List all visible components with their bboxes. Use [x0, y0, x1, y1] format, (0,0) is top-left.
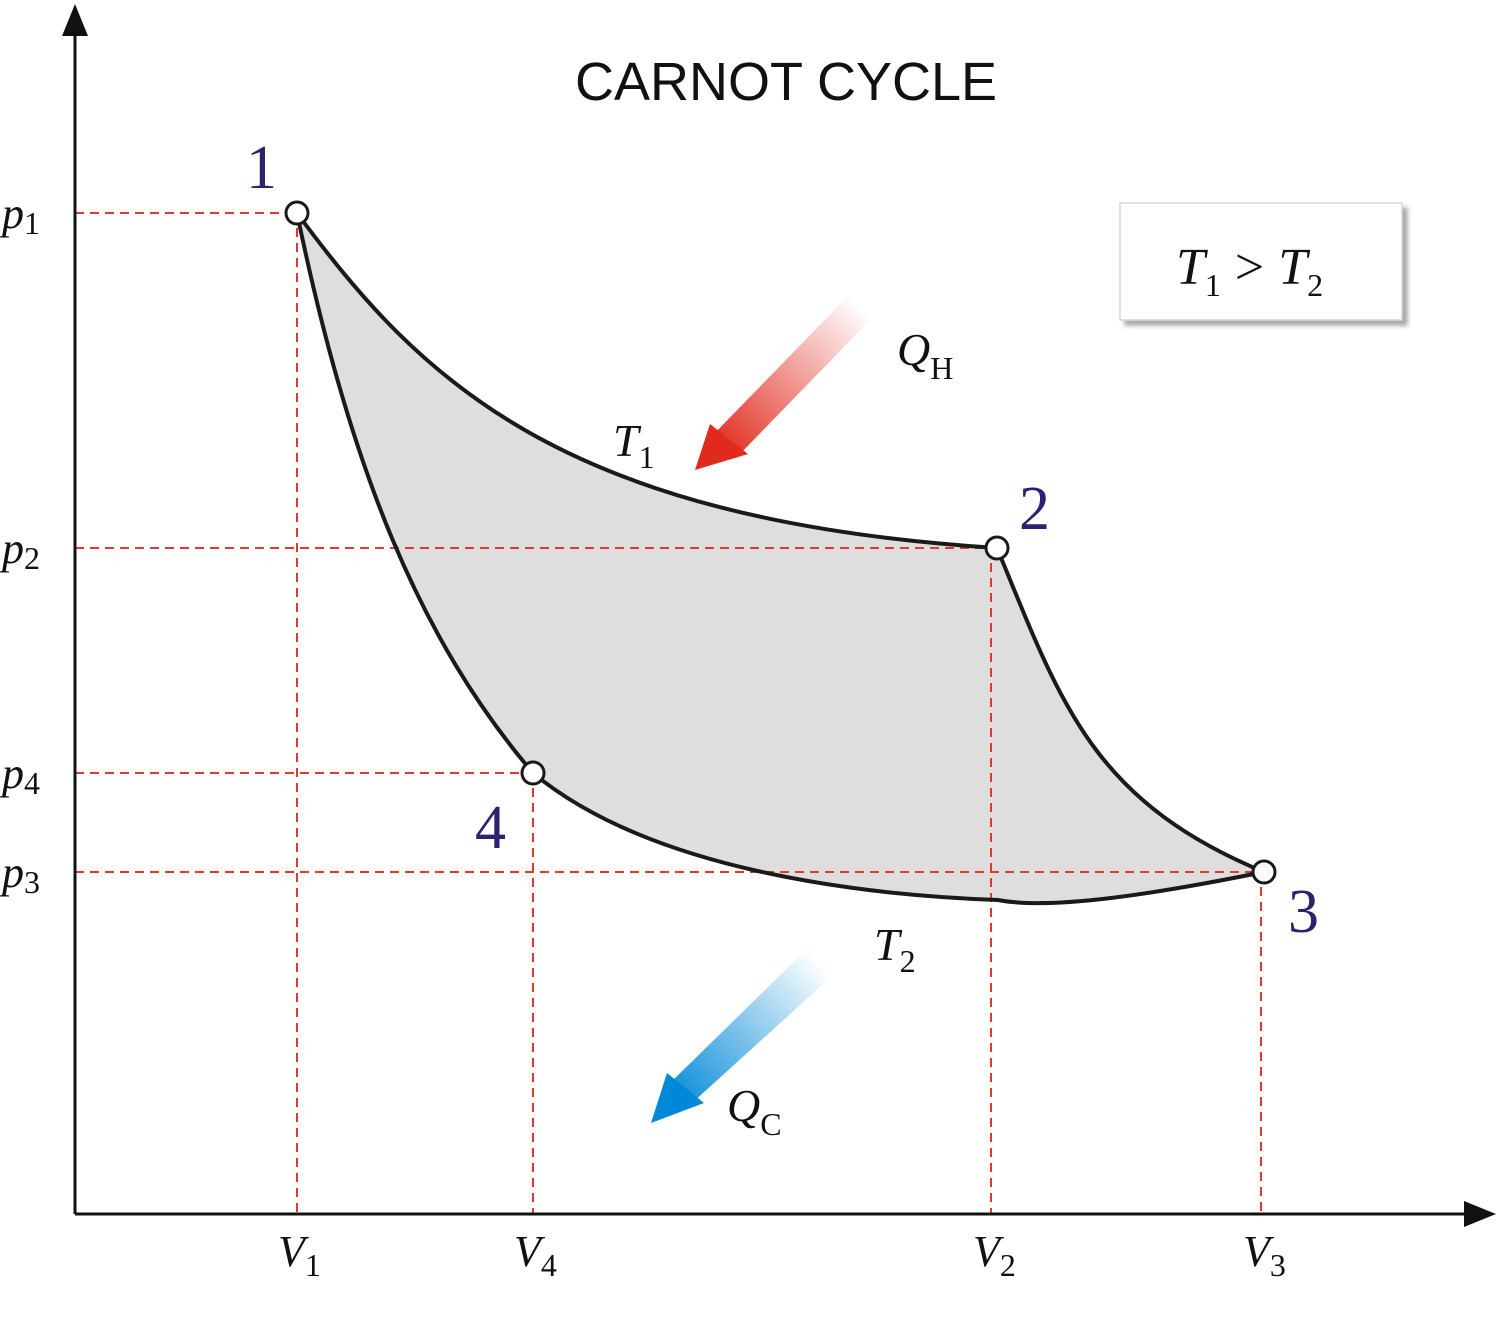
point-label-2: 2	[1019, 475, 1050, 543]
point-label-3: 3	[1288, 878, 1319, 946]
cycle-area	[297, 213, 1264, 904]
point-label-1: 1	[246, 134, 277, 202]
tick-v2: V2	[973, 1227, 1016, 1283]
state-point-3	[1251, 859, 1277, 885]
adiabat-expansion-curve	[995, 546, 1266, 874]
heat-out-arrow	[651, 948, 832, 1123]
heat-out-arrow-head	[651, 1073, 704, 1123]
tick-v1: V1	[278, 1227, 321, 1283]
tick-p1: p1	[0, 189, 40, 241]
state-points	[284, 200, 1277, 885]
guide-lines	[75, 212, 1264, 1214]
heat-out-arrow-shaft	[670, 948, 832, 1103]
heat-in-arrow	[695, 294, 872, 470]
adiabat-compression-curve	[295, 211, 535, 775]
y-axis-arrowhead	[62, 4, 88, 36]
temperature-condition-box: T1>T2	[1119, 202, 1403, 321]
cycle-curves	[295, 211, 1266, 906]
state-point-4	[520, 760, 546, 786]
heat-in-label: QH	[897, 324, 953, 386]
isotherm-cold-curve	[531, 771, 1266, 906]
tick-p3: p3	[0, 848, 40, 900]
condition-text: T1>T2	[1176, 239, 1323, 303]
isotherm-hot-curve	[295, 211, 999, 550]
state-point-2	[984, 535, 1010, 561]
heat-in-arrow-shaft	[712, 294, 872, 458]
tick-v3: V3	[1243, 1227, 1286, 1283]
heat-out-label: QC	[727, 1080, 782, 1142]
diagram-title: CARNOT CYCLE	[575, 52, 997, 112]
axes	[62, 4, 1496, 1227]
point-label-4: 4	[475, 794, 506, 862]
state-point-1	[284, 200, 310, 226]
condition-box-frame	[1119, 202, 1403, 321]
heat-in-arrow-head	[695, 424, 748, 470]
tick-v4: V4	[514, 1227, 557, 1283]
x-axis-arrowhead	[1464, 1201, 1496, 1227]
isotherm-label-t1: T1	[613, 415, 655, 475]
tick-p4: p4	[0, 749, 40, 801]
tick-p2: p2	[0, 524, 40, 576]
isotherm-label-t2: T2	[874, 919, 916, 979]
